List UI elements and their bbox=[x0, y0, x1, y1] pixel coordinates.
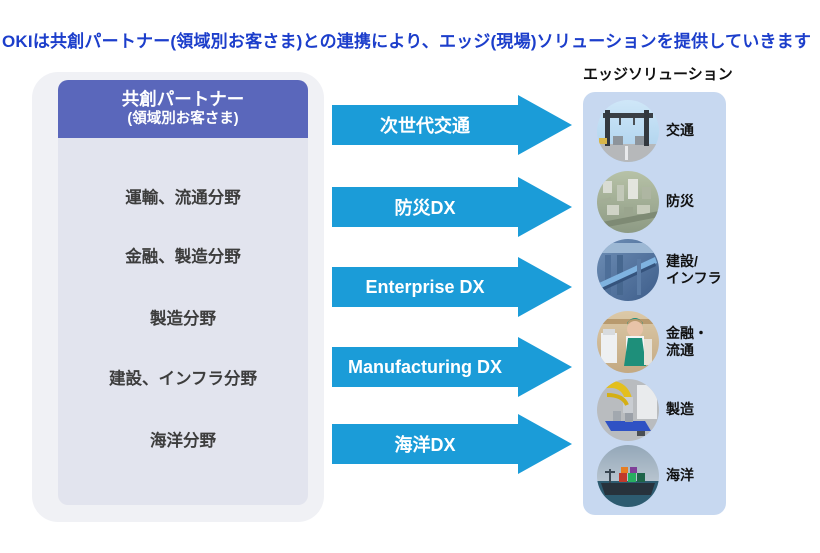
solution-label-finance-distribution: 金融・ 流通 bbox=[666, 324, 708, 359]
solution-label-disaster: 防災 bbox=[666, 193, 694, 210]
solution-label-manufacturing: 製造 bbox=[666, 401, 694, 418]
right-arrow-shape bbox=[332, 414, 572, 474]
arrow-label: Enterprise DX bbox=[365, 276, 485, 297]
arrow-enterprise-dx: Enterprise DX bbox=[332, 257, 572, 317]
arrow-disaster-dx: 防災DX bbox=[332, 177, 572, 237]
disaster-prevention-photo bbox=[597, 171, 659, 233]
arrow-manufacturing-dx: Manufacturing DX bbox=[332, 337, 572, 397]
arrow-label: 海洋DX bbox=[394, 435, 456, 455]
solution-label-traffic: 交通 bbox=[666, 122, 694, 139]
manufacturing-photo bbox=[597, 379, 659, 441]
arrow-marine-dx: 海洋DX bbox=[332, 414, 572, 474]
page-title: OKIは共創パートナー(領域別お客さま)との連携により、エッジ(現場)ソリューシ… bbox=[2, 32, 812, 51]
partner-item-manufacturing: 製造分野 bbox=[150, 310, 216, 328]
solution-label-marine: 海洋 bbox=[666, 467, 694, 484]
partner-panel-body bbox=[58, 138, 308, 505]
finance-distribution-photo bbox=[597, 311, 659, 373]
right-arrow-shape bbox=[332, 257, 572, 317]
marine-photo bbox=[597, 445, 659, 507]
partner-item-construction-infrastructure: 建設、インフラ分野 bbox=[108, 370, 257, 388]
partner-header-line1: 共創パートナー bbox=[121, 89, 245, 110]
arrow-label: 次世代交通 bbox=[380, 116, 470, 136]
arrow-next-generation-transport: 次世代交通 bbox=[332, 95, 572, 155]
edge-solutions-panel bbox=[583, 92, 726, 515]
right-arrow-shape bbox=[332, 337, 572, 397]
arrow-label: Manufacturing DX bbox=[347, 356, 502, 377]
partner-header-line2: (領域別お客さま) bbox=[127, 111, 239, 128]
traffic-photo bbox=[597, 100, 659, 162]
partner-item-finance-manufacturing: 金融、製造分野 bbox=[125, 248, 241, 266]
solution-label-infrastructure: 建設/ インフラ bbox=[666, 252, 722, 287]
arrow-label: 防災DX bbox=[394, 198, 456, 218]
partner-item-transport-distribution: 運輸、流通分野 bbox=[125, 189, 241, 207]
edge-solutions-header: エッジソリューション bbox=[583, 66, 733, 83]
construction-infrastructure-photo bbox=[597, 239, 659, 301]
partner-item-marine: 海洋分野 bbox=[150, 432, 216, 450]
partner-panel-header: 共創パートナー (領域別お客さま) bbox=[58, 80, 308, 138]
right-arrow-shape bbox=[332, 177, 572, 237]
right-arrow-shape bbox=[332, 95, 572, 155]
